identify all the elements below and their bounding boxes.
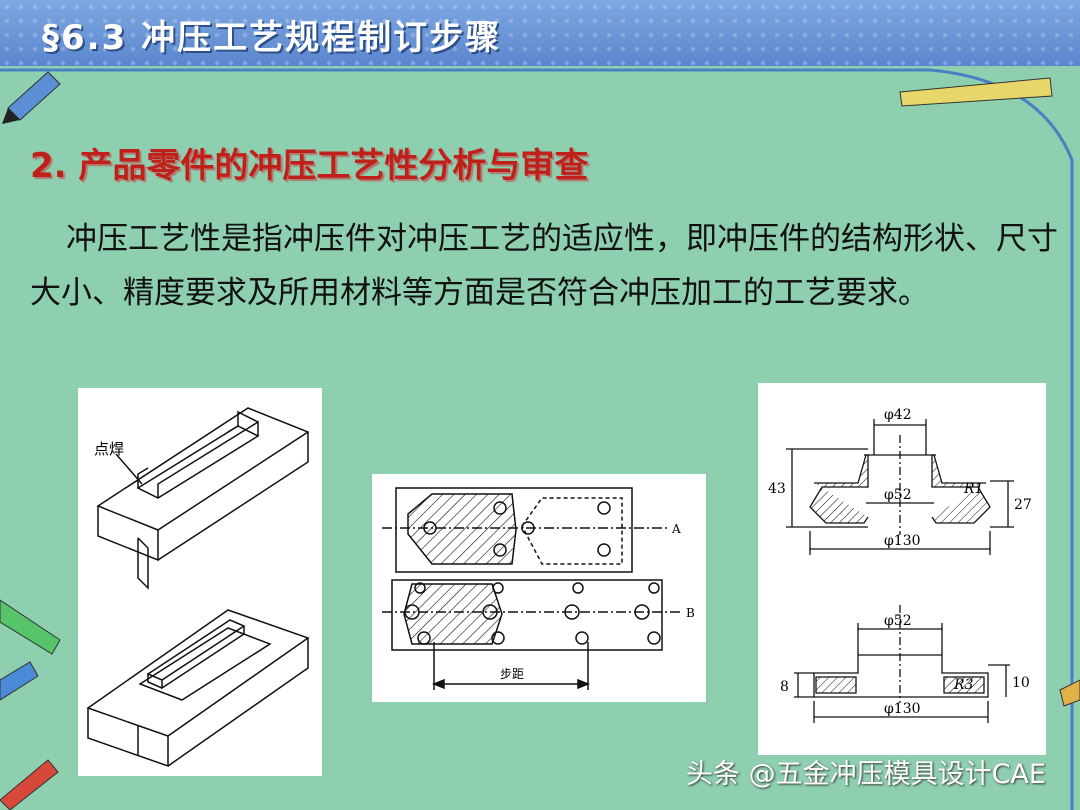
- bottom-h1-label: 8: [780, 679, 789, 695]
- top-d2-label: φ52: [884, 487, 912, 503]
- top-d3-label: φ130: [884, 533, 921, 549]
- pencil-right-icon: [1059, 679, 1080, 707]
- section-a-label: A: [671, 522, 681, 536]
- figure-spot-weld: 点焊: [78, 388, 322, 776]
- bottom-d1-label: φ52: [884, 613, 912, 629]
- pitch-label: 步距: [500, 667, 524, 681]
- body-paragraph: 冲压工艺性是指冲压件对冲压工艺的适应性，即冲压件的结构形状、尺寸大小、精度要求及…: [30, 221, 1058, 311]
- top-radius-label: R1: [963, 481, 983, 497]
- watermark: 头条 @五金冲压模具设计CAE: [686, 759, 1046, 790]
- section-b-label: B: [686, 606, 695, 620]
- section-heading: 2. 产品零件的冲压工艺性分析与审查: [30, 146, 589, 186]
- figure-strip-layout: A B 步距: [372, 474, 706, 702]
- pencil-left-green-icon: [0, 599, 61, 655]
- top-h2-label: 27: [1014, 497, 1032, 513]
- top-h1-label: 43: [768, 481, 786, 497]
- top-d1-label: φ42: [884, 407, 912, 423]
- pencil-left-red-icon: [0, 759, 59, 810]
- slide-title: §6.3 冲压工艺规程制订步骤: [42, 18, 502, 58]
- pencil-top-right-icon: [899, 77, 1053, 107]
- bottom-d2-label: φ130: [884, 701, 921, 717]
- title-bar-pattern: [0, 0, 1080, 66]
- title-bar: §6.3 冲压工艺规程制订步骤: [0, 0, 1080, 66]
- pencil-left-blue-icon: [0, 661, 39, 701]
- bottom-h2-label: 10: [1012, 675, 1030, 691]
- spot-weld-label: 点焊: [94, 440, 124, 458]
- figure-flanged-parts: φ42 φ52 φ130 R1 43 27 φ52 φ130 R3 8 10: [758, 383, 1046, 755]
- pencil-top-left-icon: [2, 71, 61, 124]
- bottom-radius-label: R3: [953, 677, 974, 693]
